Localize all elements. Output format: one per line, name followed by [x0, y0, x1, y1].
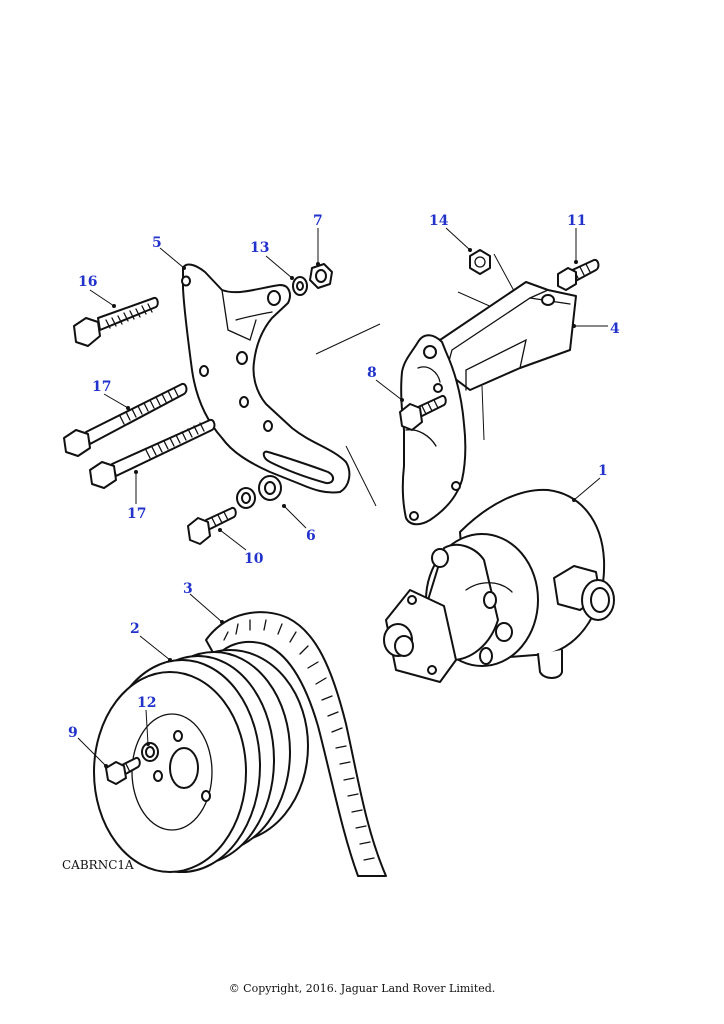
callout-labels: 1 2 3 4 5 6 7 8 9 10 11 12 13 14 16 17 1…: [68, 213, 620, 741]
callout-8: 8: [367, 365, 377, 381]
callout-6: 6: [306, 528, 316, 544]
power-steering-pump-1[interactable]: [383, 488, 615, 683]
pulley-2[interactable]: [93, 649, 309, 873]
callout-16: 16: [78, 274, 97, 290]
assembly-guide-lines: [315, 253, 521, 507]
washers-6[interactable]: [236, 475, 282, 509]
bolt-11[interactable]: [557, 258, 600, 291]
callout-14: 14: [429, 213, 449, 229]
callout-9: 9: [68, 725, 78, 741]
callout-11: 11: [567, 213, 586, 229]
callout-17-upper: 17: [92, 379, 111, 395]
bolt-10[interactable]: [187, 506, 237, 545]
bolt-17-upper[interactable]: [63, 382, 188, 457]
pump-bracket-8[interactable]: [400, 334, 467, 526]
washer-13[interactable]: [292, 276, 308, 296]
bolt-8[interactable]: [399, 394, 447, 431]
nut-7[interactable]: [309, 263, 333, 289]
washer-12[interactable]: [141, 742, 159, 762]
callout-2: 2: [130, 621, 140, 637]
callout-1: 1: [598, 463, 608, 479]
copyright-notice: © Copyright, 2016. Jaguar Land Rover Lim…: [228, 982, 496, 995]
drive-belt-3[interactable]: [205, 611, 387, 877]
callout-3: 3: [183, 581, 193, 597]
mounting-bracket[interactable]: [181, 263, 351, 494]
callout-5: 5: [152, 235, 162, 251]
callout-13: 13: [250, 240, 269, 256]
callout-4: 4: [610, 321, 620, 337]
nut-14[interactable]: [469, 249, 491, 275]
callout-7: 7: [313, 213, 323, 229]
bolt-9[interactable]: [105, 756, 141, 785]
bolt-16[interactable]: [73, 296, 159, 347]
diagram-reference-code: CABRNC1A: [62, 858, 134, 872]
callout-17-lower: 17: [127, 506, 146, 522]
callout-leaders: [77, 227, 608, 768]
support-arm-4[interactable]: [439, 281, 577, 391]
callout-12: 12: [137, 695, 156, 711]
callout-10: 10: [244, 551, 264, 567]
bolt-17-lower[interactable]: [89, 418, 216, 489]
